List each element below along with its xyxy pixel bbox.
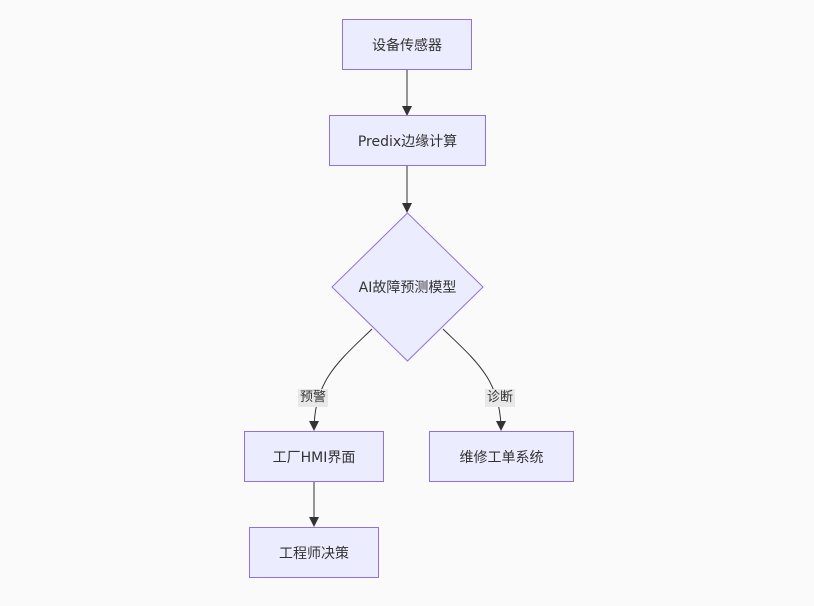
edge-label-warning: 预警 bbox=[298, 389, 329, 407]
node-hmi: 工厂HMI界面 bbox=[244, 431, 384, 482]
node-work-order: 维修工单系统 bbox=[429, 431, 574, 482]
node-ai-model-label: AI故障预测模型 bbox=[358, 280, 457, 296]
node-edge-computing-label: Predix边缘计算 bbox=[357, 133, 458, 150]
node-engineer-label: 工程师决策 bbox=[279, 545, 349, 562]
edge-model-to-workorder bbox=[442, 328, 506, 431]
node-work-order-label: 维修工单系统 bbox=[459, 449, 544, 466]
node-sensor: 设备传感器 bbox=[342, 19, 472, 70]
node-ai-model: AI故障预测模型 bbox=[331, 212, 484, 362]
diamond-shape bbox=[331, 212, 484, 362]
node-edge-computing: Predix边缘计算 bbox=[329, 115, 486, 166]
edge-label-diagnosis: 诊断 bbox=[485, 389, 516, 407]
edge-model-to-hmi bbox=[309, 328, 373, 431]
node-sensor-label: 设备传感器 bbox=[372, 37, 442, 54]
node-engineer: 工程师决策 bbox=[249, 527, 379, 578]
node-hmi-label: 工厂HMI界面 bbox=[272, 449, 356, 466]
